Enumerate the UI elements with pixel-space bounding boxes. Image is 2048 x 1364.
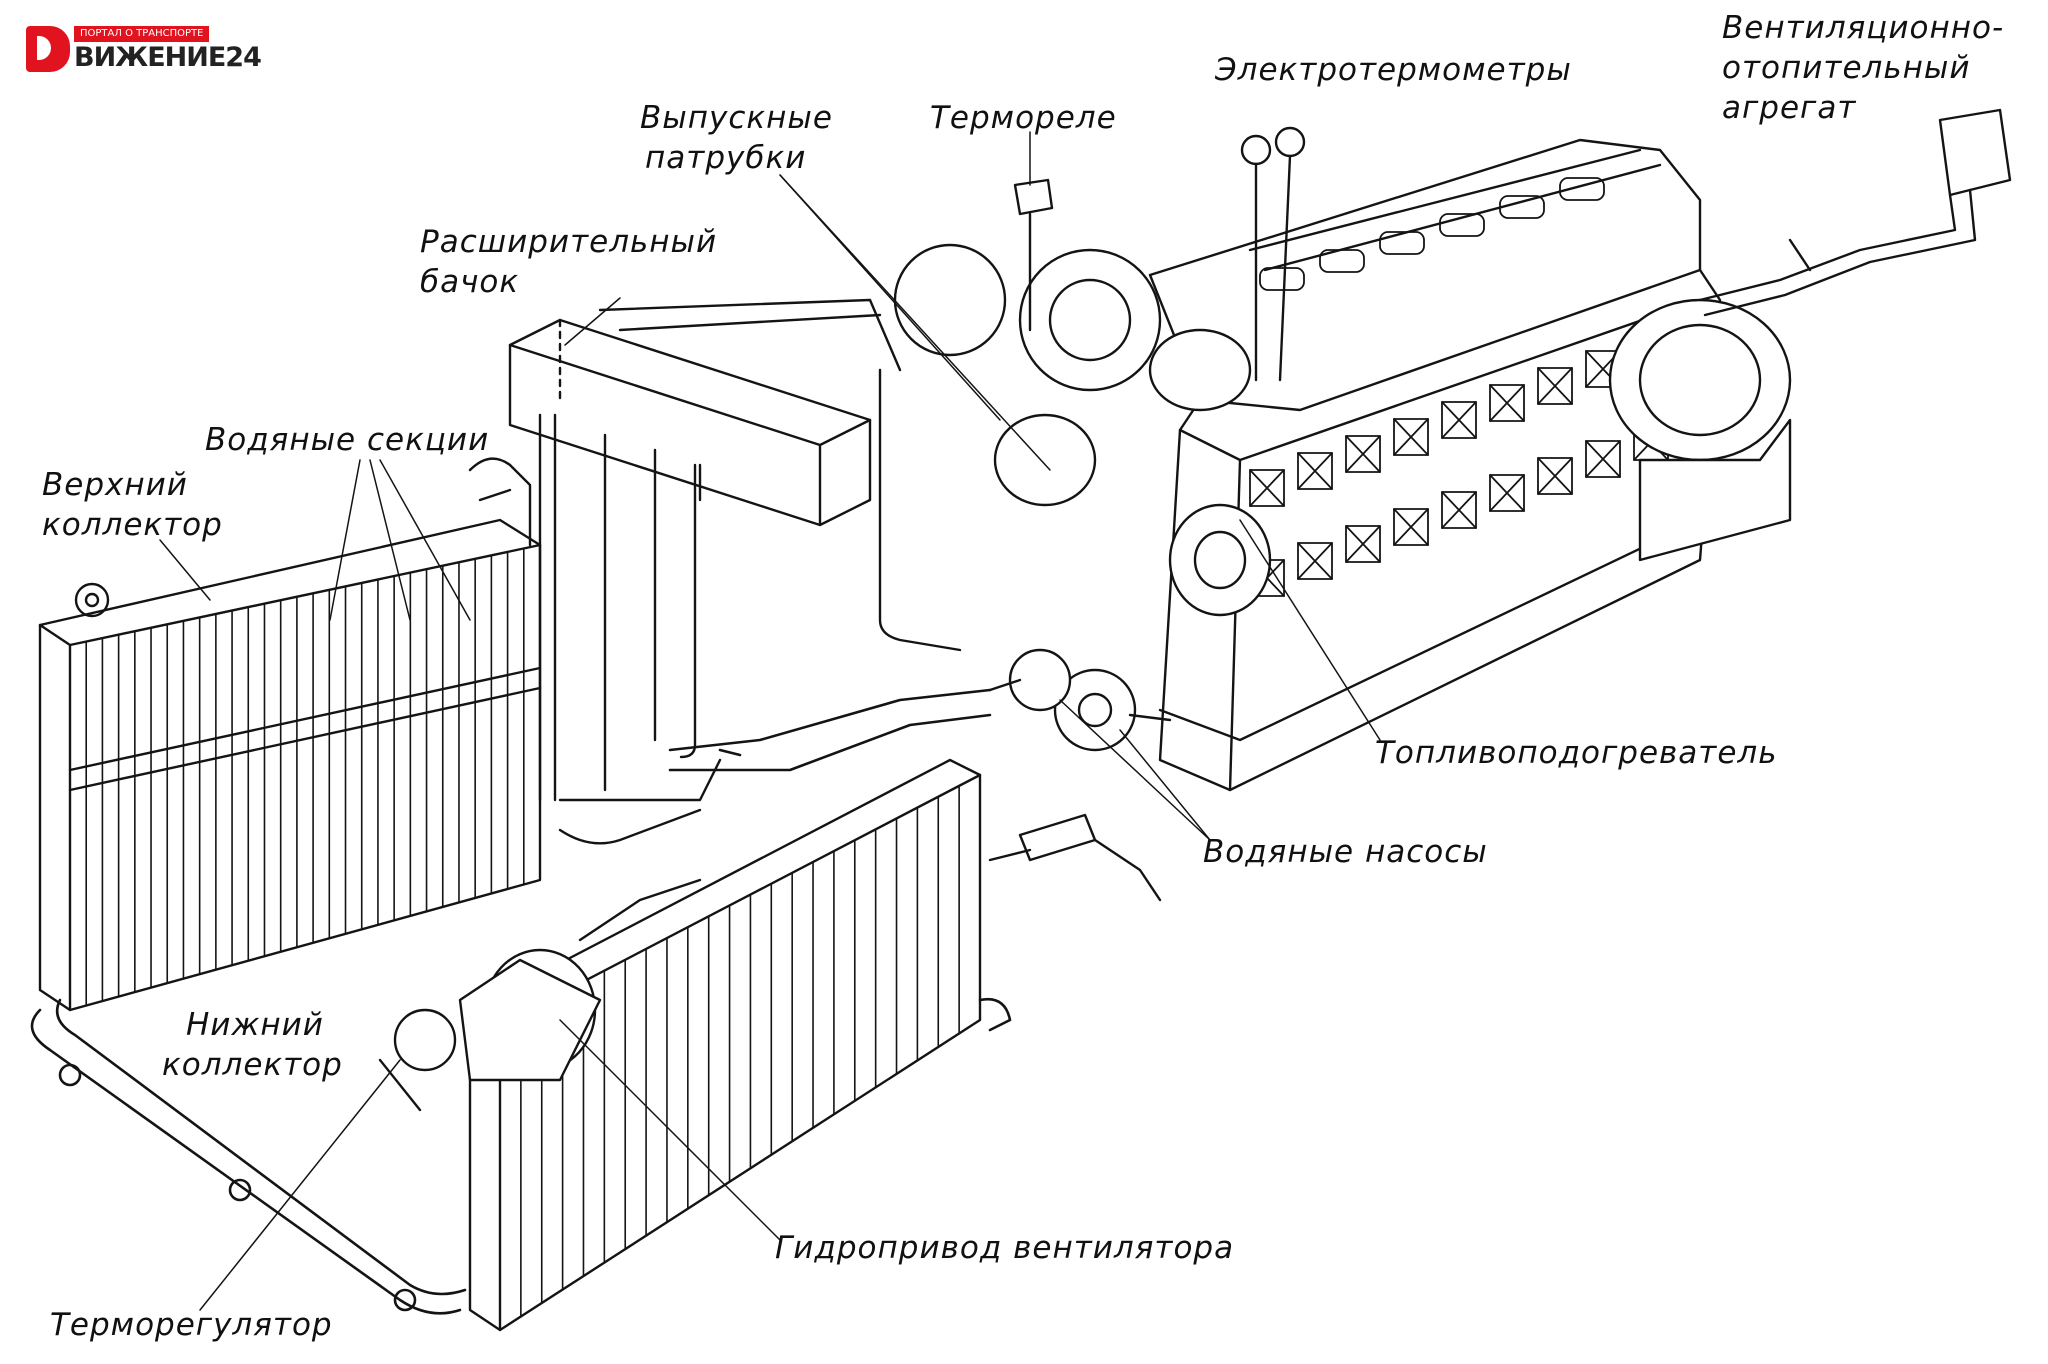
diesel-engine bbox=[893, 138, 1792, 792]
electro-thermometers-device bbox=[1240, 126, 1306, 382]
engine-cylinder-cover bbox=[1393, 418, 1429, 456]
engine-port bbox=[1379, 231, 1425, 255]
engine-cylinder-cover bbox=[1249, 469, 1285, 507]
leader-lines bbox=[159, 131, 1381, 1311]
fan-hydraulic-drive bbox=[378, 878, 702, 1112]
engine-port bbox=[1439, 213, 1485, 237]
label-exhaust-pipes-1: Выпускные bbox=[640, 100, 833, 136]
engine-cylinder-cover bbox=[1297, 542, 1333, 580]
label-upper-collector-1: Верхний bbox=[42, 467, 188, 503]
engine-cylinder-cross bbox=[1441, 491, 1477, 529]
label-thermo-relay: Термореле bbox=[930, 100, 1117, 136]
logo-badge-icon bbox=[26, 26, 70, 72]
engine-cylinder-cross bbox=[1297, 452, 1333, 490]
drain-fitting bbox=[988, 813, 1162, 902]
engine-cylinder-cover bbox=[1537, 367, 1573, 405]
thermo-relay-device bbox=[1013, 178, 1054, 332]
engine-cylinder-cover bbox=[1441, 491, 1477, 529]
label-expansion-tank-2: бачок bbox=[420, 264, 520, 300]
label-exhaust-pipes-2: патрубки bbox=[645, 140, 807, 176]
engine-cylinder-cover bbox=[1585, 440, 1621, 478]
label-ventilation-unit-3: агрегат bbox=[1722, 90, 1857, 126]
engine-cylinder-cross bbox=[1393, 508, 1429, 546]
label-expansion-tank-1: Расширительный bbox=[420, 224, 718, 260]
label-lower-collector-2: коллектор bbox=[162, 1047, 343, 1083]
label-upper-collector-2: коллектор bbox=[42, 507, 223, 543]
label-thermoregulator: Терморегулятор bbox=[50, 1307, 333, 1343]
label-lower-collector-1: Нижний bbox=[186, 1007, 324, 1043]
label-ventilation-unit-2: отопительный bbox=[1722, 50, 1971, 86]
engine-port bbox=[1559, 177, 1605, 201]
engine-cylinder-cross bbox=[1489, 384, 1525, 422]
engine-cylinder-cross bbox=[1537, 367, 1573, 405]
label-water-pumps: Водяные насосы bbox=[1203, 834, 1488, 870]
engine-cylinder-cover bbox=[1537, 457, 1573, 495]
engine-cylinder-cross bbox=[1537, 457, 1573, 495]
label-fuel-heater: Топливоподогреватель bbox=[1375, 735, 1778, 771]
label-fan-hydraulic-drive: Гидропривод вентилятора bbox=[775, 1230, 1235, 1266]
engine-cylinder-cross bbox=[1585, 440, 1621, 478]
label-water-sections: Водяные секции bbox=[205, 422, 490, 458]
label-ventilation-unit-1: Вентиляционно- bbox=[1722, 10, 2005, 46]
ventilation-unit bbox=[1698, 108, 2012, 317]
main-supply-pipe bbox=[668, 688, 992, 772]
engine-port bbox=[1259, 267, 1305, 291]
engine-cylinder-cover bbox=[1489, 474, 1525, 512]
engine-cylinder-cross bbox=[1345, 525, 1381, 563]
upper-radiator-block bbox=[38, 457, 542, 1012]
engine-cylinder-cover bbox=[1441, 401, 1477, 439]
bottom-piping bbox=[30, 997, 1012, 1315]
engine-cylinder-cross bbox=[1345, 435, 1381, 473]
engine-cylinder-cross bbox=[1489, 474, 1525, 512]
engine-cylinder-cover bbox=[1489, 384, 1525, 422]
engine-cylinder-cross bbox=[1441, 401, 1477, 439]
logo-name: ВИЖЕНИЕ24 bbox=[74, 42, 262, 73]
engine-cylinder-cover bbox=[1297, 452, 1333, 490]
engine-cylinder-cross bbox=[1393, 418, 1429, 456]
engine-cylinder-cover bbox=[1345, 435, 1381, 473]
tank-pipes bbox=[538, 298, 962, 845]
engine-cylinder-cross bbox=[1297, 542, 1333, 580]
site-logo: ПОРТАЛ О ТРАНСПОРТЕ ВИЖЕНИЕ24 bbox=[26, 26, 286, 74]
label-electro-thermometers: Электротермометры bbox=[1215, 52, 1572, 88]
expansion-tank bbox=[508, 318, 872, 527]
engine-cylinder-cover bbox=[1345, 525, 1381, 563]
logo-tagline: ПОРТАЛ О ТРАНСПОРТЕ bbox=[74, 26, 210, 42]
engine-cylinder-cross bbox=[1249, 469, 1285, 507]
engine-cylinder-cover bbox=[1393, 508, 1429, 546]
